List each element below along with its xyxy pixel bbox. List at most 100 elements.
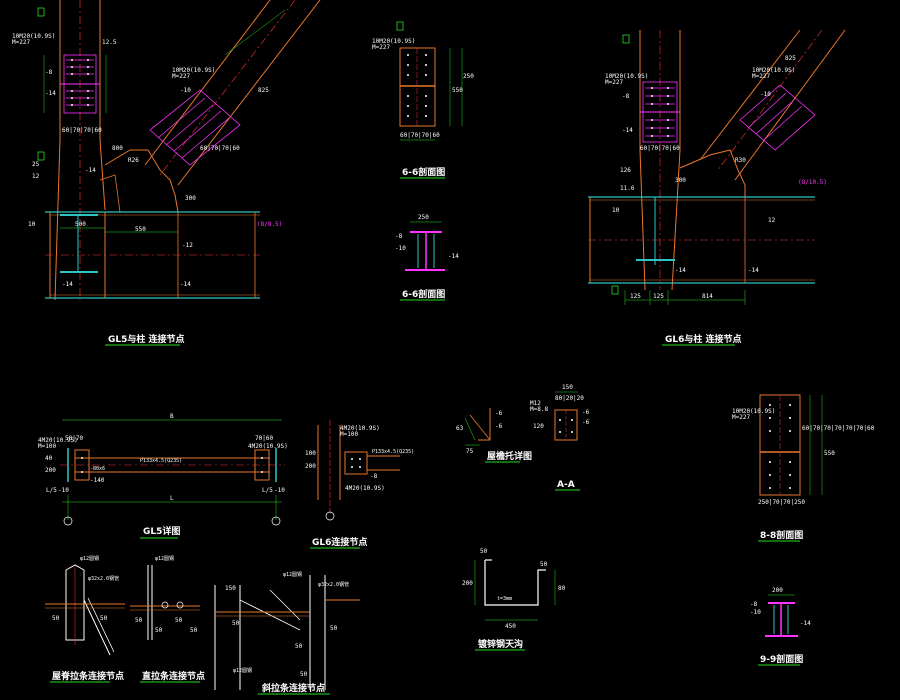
- gl5-foot-r: -10: [274, 487, 285, 494]
- d1-callout-col: 10M20(10.9S): [12, 33, 55, 40]
- gl6-t: -8: [370, 473, 378, 480]
- d1-g12: 12: [32, 173, 40, 180]
- gl5-side-dim: 40: [45, 455, 53, 462]
- d1-gap: 10: [28, 221, 36, 228]
- s2-t3: -14: [448, 253, 459, 260]
- brace-tube2: φ12圆钢: [233, 667, 252, 674]
- d2-t-col: -8: [622, 93, 630, 100]
- d1-callout-brace: 10M20(10.9S): [172, 67, 215, 74]
- brace-n2: 50: [232, 620, 240, 627]
- s3-bottom: 250|70|70|250: [758, 499, 805, 506]
- d1-dist: 825: [258, 87, 269, 94]
- d1-plate-w: 12.5: [102, 39, 117, 46]
- d2-g12: 12: [768, 217, 776, 224]
- d1-t-plate: -14: [85, 167, 96, 174]
- detail-brace-tie: [214, 575, 360, 695]
- detail-gl5: [60, 419, 285, 539]
- section-6-6-a: [396, 21, 463, 179]
- section-a-a: [554, 391, 580, 491]
- aa-t: -6: [582, 409, 590, 416]
- d2-w300: 300: [675, 177, 686, 184]
- brace-n1: 150: [225, 585, 236, 592]
- gl5-r-axis: L/5: [262, 487, 273, 494]
- detail-gl6-connection: [310, 420, 400, 549]
- brace-n5: 50: [330, 625, 338, 632]
- s1-callout2: M=227: [372, 44, 390, 51]
- gl5-h-dim: 200: [45, 467, 56, 474]
- gl5-bar: -80x6: [90, 466, 105, 472]
- s3-title: 8-8剖面图: [760, 529, 803, 541]
- d2-elevation: (8/10.5): [798, 179, 827, 186]
- s2-t1: -8: [395, 233, 403, 240]
- d2-callout-brace: 10M20(10.9S): [752, 67, 795, 74]
- gutter-lip: 50: [480, 548, 488, 555]
- brace-tube: φ12圆钢: [283, 571, 302, 578]
- gutter-h: 200: [462, 580, 473, 587]
- d1-elevation: (8/8.5): [257, 221, 282, 228]
- gl5-left-call: 4M20(10.9S): [38, 437, 78, 444]
- d1-radius: R26: [128, 157, 139, 164]
- gl6-dim1: 100: [305, 450, 316, 457]
- detail-roof-eave: [464, 408, 520, 463]
- ridge-pipe: φ32x2.0钢管: [88, 575, 119, 582]
- gl5-inner: L: [170, 495, 174, 502]
- d1-t-col2: -14: [45, 90, 56, 97]
- d2-dim125a: 125: [630, 293, 641, 300]
- s1-bottom: 60|70|70|60: [400, 132, 440, 139]
- d2-dim125b: 125: [653, 293, 664, 300]
- detail-gutter: [474, 559, 556, 651]
- straight-n2: 50: [155, 627, 163, 634]
- gutter-th: t=3mm: [497, 596, 512, 602]
- roof-title: 屋檐托详图: [487, 450, 532, 462]
- section-9-9: [758, 594, 800, 666]
- gutter-w: 450: [505, 623, 516, 630]
- straight-n3: 50: [175, 617, 183, 624]
- s2-top: 250: [418, 214, 429, 221]
- d2-gap: 10: [612, 207, 620, 214]
- drawing-geometry: [37, 0, 846, 695]
- d1-callout-col2: M=227: [12, 39, 30, 46]
- ridge-tube: φ12圆钢: [80, 555, 99, 562]
- roof-t1: -6: [495, 410, 503, 417]
- detail-straight-tie: [130, 565, 200, 683]
- gl6-title: GL6连接节点: [312, 536, 367, 548]
- ridge-n2: 50: [100, 615, 108, 622]
- gl5-l-axis: L/5: [46, 487, 57, 494]
- brace-title: 斜拉条连接节点: [261, 682, 325, 694]
- s3-callout: 10M20(10.9S): [732, 408, 775, 415]
- gl5-length: B: [170, 413, 174, 420]
- roof-t2: -6: [495, 423, 503, 430]
- d2-t-b1: -14: [675, 267, 686, 274]
- gl5-right-call: 4M20(10.9S): [248, 443, 288, 450]
- s2-title: 6-6剖面图: [402, 288, 445, 300]
- d1-t-b1: -14: [62, 281, 73, 288]
- d2-dist: 825: [785, 55, 796, 62]
- d1-t-web: -10: [180, 87, 191, 94]
- d2-t-web: -10: [760, 91, 771, 98]
- aa-title: A-A: [557, 480, 575, 490]
- s1-title: 6-6剖面图: [402, 166, 445, 178]
- s4-t2: -10: [750, 609, 761, 616]
- s3-side: 60|70|70|70|70|70|60: [802, 425, 875, 432]
- d2-w116: 11.6: [620, 185, 635, 192]
- s1-height: 550: [452, 87, 463, 94]
- aa-left1: M12: [530, 400, 541, 407]
- d2-t-col2: -14: [622, 127, 633, 134]
- d2-title: GL6与柱 连接节点: [665, 333, 742, 345]
- aa-top: 150: [562, 384, 573, 391]
- gl5-h-left: -140: [90, 477, 105, 484]
- s3-callout2: M=227: [732, 414, 750, 421]
- d1-t-b2: -14: [180, 281, 191, 288]
- s3-height: 550: [824, 450, 835, 457]
- ridge-n1: 50: [52, 615, 60, 622]
- gl5-r-dim: 70|60: [255, 435, 273, 442]
- d2-radius: R30: [735, 157, 746, 164]
- gl6-callout2: M=100: [340, 431, 358, 438]
- d2-bolt-row: 60|70|70|60: [640, 145, 680, 152]
- d1-t-plate2: -12: [182, 242, 193, 249]
- d1-title: GL5与柱 连接节点: [108, 333, 185, 345]
- gl5-pipe: P133x4.5(Q235): [140, 458, 182, 464]
- d1-t-col: -8: [45, 69, 53, 76]
- ridge-title: 屋脊拉条连接节点: [52, 670, 124, 682]
